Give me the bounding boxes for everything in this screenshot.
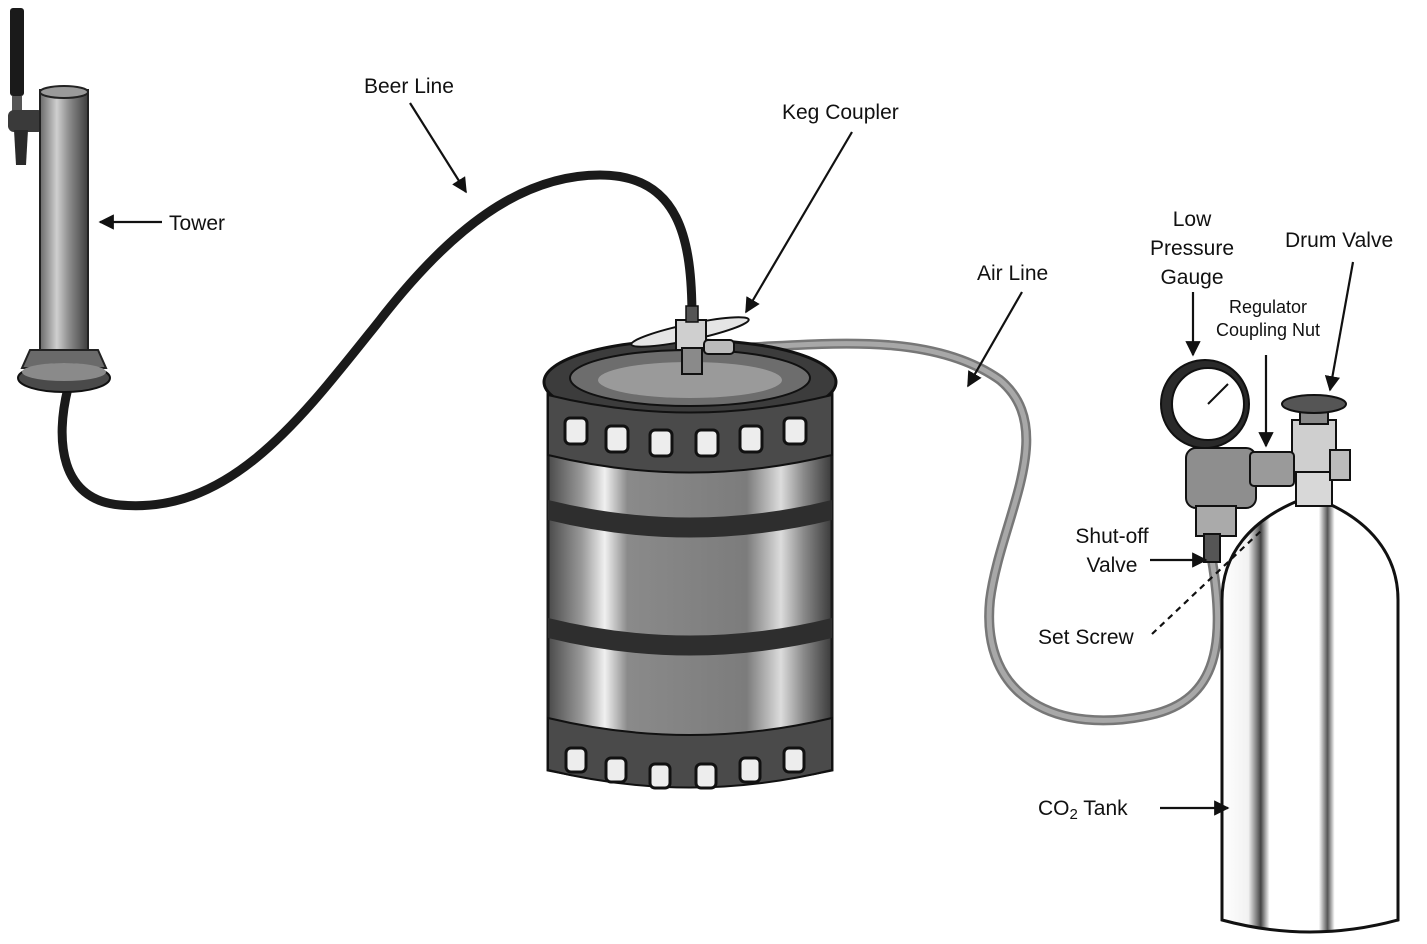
regulator-coupling-nut-line-2: Coupling Nut [1215, 320, 1321, 340]
co2-tank-label-prefix: CO [1038, 797, 1070, 820]
shut-off-valve-line-2: Valve [1086, 554, 1138, 577]
regulator [1160, 359, 1295, 563]
beer-line-arrow [409, 102, 467, 194]
low-pressure-gauge-label: Low Pressure Gauge [1140, 205, 1244, 292]
co2-tank-label: CO2 Tank [1038, 794, 1128, 829]
low-pressure-gauge-line-2: Pressure [1149, 237, 1235, 260]
keg-coupler [630, 305, 750, 375]
low-pressure-gauge-line-3: Gauge [1160, 266, 1224, 289]
low-pressure-gauge-line-1: Low [1172, 208, 1212, 231]
beer-tower [8, 8, 111, 393]
regulator-coupling-nut-line-1: Regulator [1228, 297, 1308, 317]
shut-off-valve-line-1: Shut-off [1075, 525, 1149, 548]
keg [542, 305, 838, 790]
drum-valve-arrow [1324, 261, 1355, 392]
co2-tank-label-subscript: 2 [1069, 806, 1078, 823]
tower-label: Tower [169, 212, 226, 235]
set-screw-label: Set Screw [1038, 626, 1134, 649]
air-line-arrow [967, 291, 1023, 388]
air-line-label: Air Line [977, 262, 1049, 285]
keg-coupler-label: Keg Coupler [782, 101, 899, 124]
regulator-coupling-nut-label: Regulator Coupling Nut [1204, 296, 1332, 342]
co2-tank [1220, 394, 1400, 934]
co2-tank-label-suffix: Tank [1077, 797, 1128, 820]
beer-line-label: Beer Line [364, 75, 454, 98]
keg-coupler-arrow [745, 131, 853, 314]
beer-line-hose [57, 170, 697, 511]
shut-off-valve-label: Shut-off Valve [1066, 522, 1158, 580]
drum-valve-label: Drum Valve [1285, 229, 1394, 252]
set-screw-leader [1151, 529, 1263, 635]
